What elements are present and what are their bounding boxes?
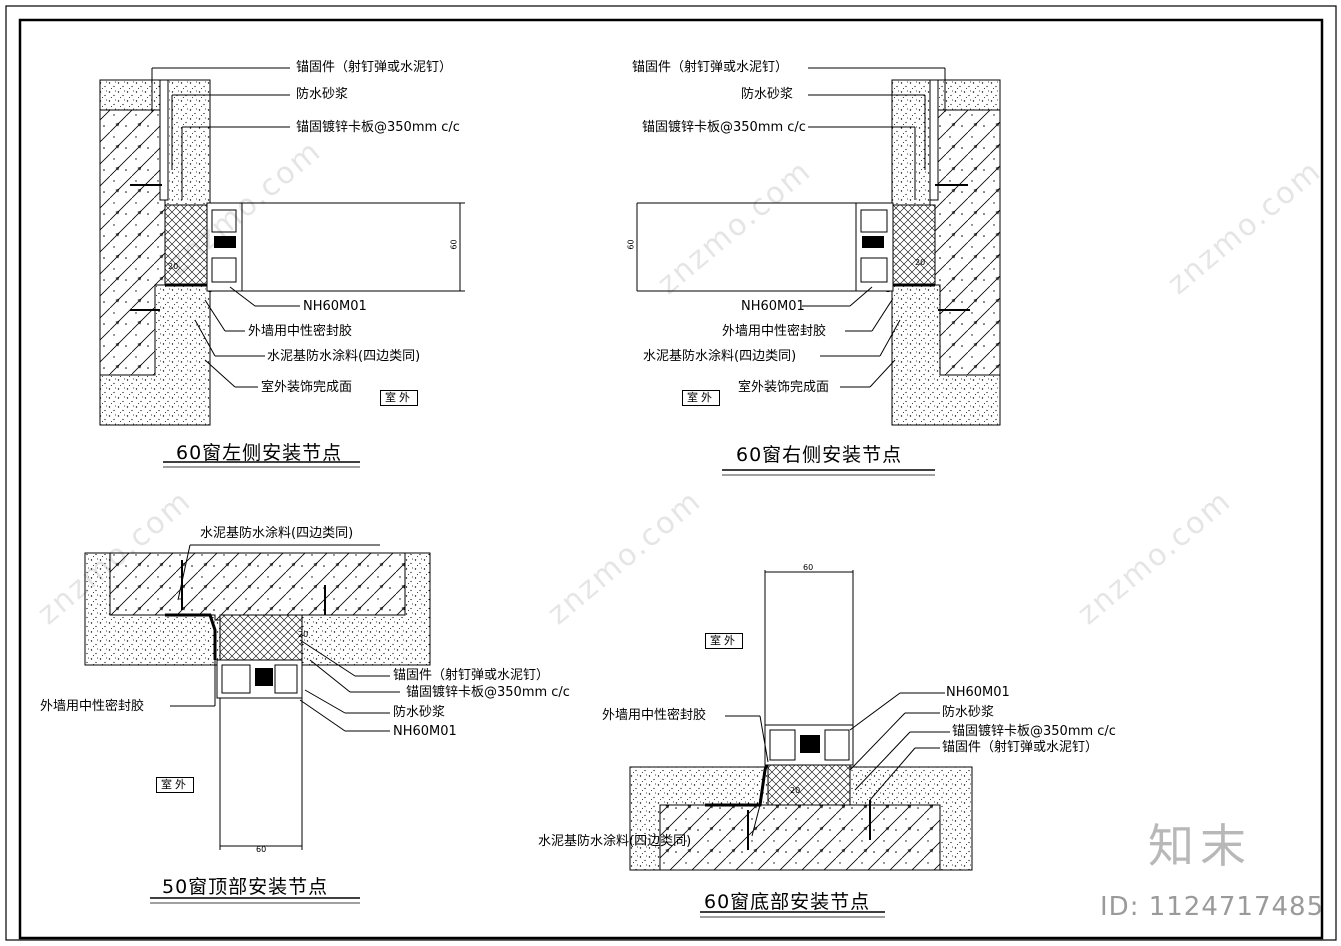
left-label-mortar: 防水砂浆 bbox=[296, 87, 349, 102]
top-outdoor-box: 室外 bbox=[156, 777, 194, 793]
bottom-dim-20: 20 bbox=[790, 786, 801, 795]
left-label-sealant: 外墙用中性密封胶 bbox=[248, 324, 353, 339]
left-label-profile: NH60M01 bbox=[303, 299, 367, 314]
panel-right-drawing bbox=[636, 67, 1001, 476]
bottom-title: 60窗底部安装节点 bbox=[704, 891, 871, 913]
right-label-mortar: 防水砂浆 bbox=[741, 87, 794, 102]
top-label-anchor: 锚固件（射钉弹或水泥钉） bbox=[393, 668, 550, 683]
bottom-label-sealant: 外墙用中性密封胶 bbox=[602, 708, 707, 723]
right-label-profile: NH60M01 bbox=[741, 299, 805, 314]
bottom-label-mortar: 防水砂浆 bbox=[942, 705, 995, 720]
left-label-anchor: 锚固件（射钉弹或水泥钉） bbox=[296, 60, 453, 75]
panel-left-drawing bbox=[99, 67, 465, 468]
panel-top-drawing bbox=[84, 544, 431, 904]
right-label-anchor: 锚固件（射钉弹或水泥钉） bbox=[632, 60, 789, 75]
watermark-id: ID: 1124717485 bbox=[1100, 892, 1325, 922]
left-dim-20: 20 bbox=[168, 262, 179, 271]
right-outdoor-box: 室外 bbox=[682, 390, 720, 406]
left-label-finish: 室外装饰完成面 bbox=[261, 380, 353, 395]
bottom-dim-60: 60 bbox=[803, 563, 814, 572]
bottom-label-anchor: 锚固件（射钉弹或水泥钉） bbox=[942, 740, 1099, 755]
top-label-sealant: 外墙用中性密封胶 bbox=[40, 699, 145, 714]
top-label-mortar: 防水砂浆 bbox=[393, 705, 446, 720]
top-label-coating: 水泥基防水涂料(四边类同) bbox=[200, 526, 354, 541]
left-label-coating: 水泥基防水涂料(四边类同) bbox=[267, 349, 421, 364]
watermark-logo: 知末 bbox=[1148, 819, 1252, 873]
sheet-frame bbox=[18, 18, 1324, 940]
right-title: 60窗右侧安装节点 bbox=[736, 444, 903, 466]
left-title: 60窗左侧安装节点 bbox=[176, 442, 343, 464]
right-dim-60: 60 bbox=[626, 239, 636, 250]
sheet-border bbox=[5, 5, 1337, 941]
top-label-profile: NH60M01 bbox=[393, 724, 457, 739]
bottom-label-coating: 水泥基防水涂料(四边类同) bbox=[538, 834, 692, 849]
top-dim-20: 20 bbox=[298, 630, 309, 639]
right-label-finish: 室外装饰完成面 bbox=[738, 380, 830, 395]
left-dim-60: 60 bbox=[449, 239, 459, 250]
top-label-clip: 锚固镀锌卡板@350mm c/c bbox=[406, 685, 570, 700]
top-dim-60: 60 bbox=[256, 845, 267, 854]
bottom-label-profile: NH60M01 bbox=[946, 685, 1010, 700]
right-label-coating: 水泥基防水涂料(四边类同) bbox=[643, 349, 797, 364]
right-label-sealant: 外墙用中性密封胶 bbox=[722, 324, 827, 339]
left-label-clip: 锚固镀锌卡板@350mm c/c bbox=[296, 120, 460, 135]
right-label-clip: 锚固镀锌卡板@350mm c/c bbox=[642, 120, 806, 135]
left-outdoor-box: 室外 bbox=[380, 390, 418, 406]
right-dim-20: 20 bbox=[915, 258, 926, 267]
top-title: 50窗顶部安装节点 bbox=[162, 876, 329, 898]
bottom-label-clip: 锚固镀锌卡板@350mm c/c bbox=[952, 724, 1116, 739]
panel-bottom-drawing bbox=[629, 570, 973, 918]
bottom-outdoor-box: 室外 bbox=[705, 633, 743, 649]
